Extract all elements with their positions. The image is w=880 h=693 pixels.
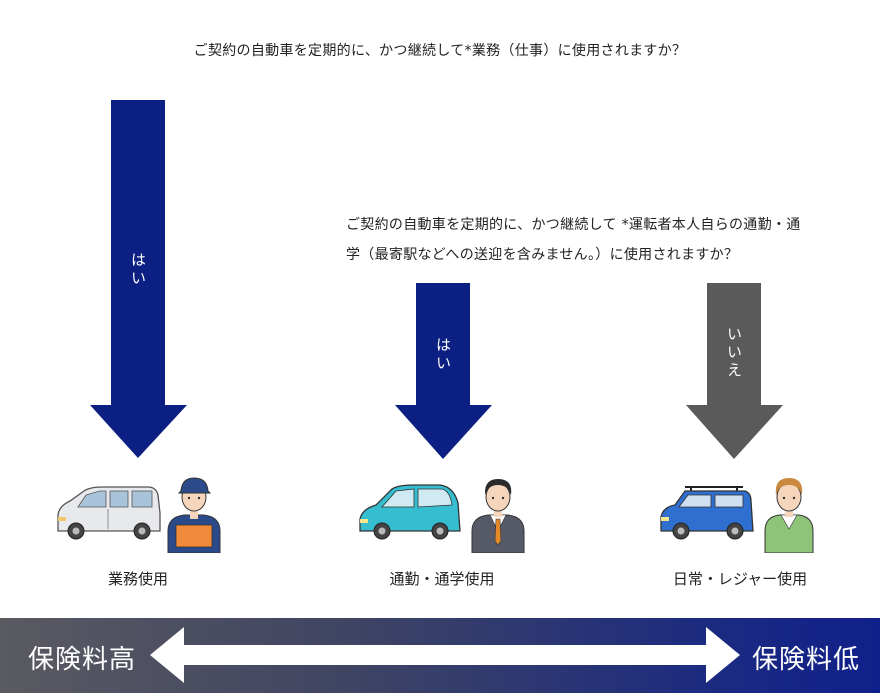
compact-car-icon	[359, 484, 461, 540]
businessman-person-icon	[471, 479, 525, 553]
arrow-commute-yes	[395, 283, 492, 459]
double-arrow-icon	[150, 627, 740, 683]
leisure-illustration	[660, 478, 814, 553]
car-with-roof-rack-icon	[660, 486, 754, 540]
arrow-leisure-no-label: いいえ	[725, 326, 743, 380]
question-commute-line2: 学（最寄駅などへの送迎を含みません。）に使用されますか？	[346, 247, 739, 263]
worker-person-icon	[167, 477, 221, 553]
minivan-icon	[57, 486, 161, 540]
casual-person-icon	[764, 478, 814, 553]
arrow-business-yes	[90, 100, 187, 458]
arrow-leisure-no	[686, 283, 783, 459]
business-illustration	[57, 477, 221, 553]
premium-low-label: 保険料低	[752, 645, 861, 675]
arrow-commute-yes-label: はい	[434, 337, 452, 373]
usage-business-label: 業務使用	[107, 570, 168, 588]
usage-commute-label: 通勤・通学使用	[389, 570, 495, 588]
question-commute-line1: ご契約の自動車を定期的に、かつ継続して *運転者本人自らの通勤・通	[346, 217, 801, 233]
premium-scale-bar: 保険料高 保険料低	[0, 618, 880, 693]
premium-high-label: 保険料高	[28, 645, 137, 675]
commute-illustration	[359, 479, 525, 553]
arrow-business-yes-label: はい	[129, 252, 147, 288]
usage-leisure-label: 日常・レジャー使用	[672, 570, 808, 588]
question-commute: ご契約の自動車を定期的に、かつ継続して *運転者本人自らの通勤・通 学（最寄駅な…	[346, 210, 866, 270]
question-business: ご契約の自動車を定期的に、かつ継続して*業務（仕事）に使用されますか？	[193, 43, 687, 59]
